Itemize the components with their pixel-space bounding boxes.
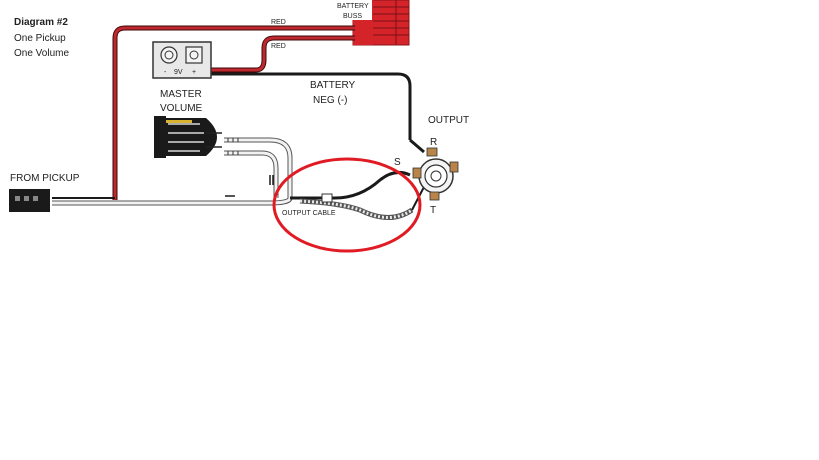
jack-tip-label: T <box>430 205 436 216</box>
pickup-cable <box>52 195 293 206</box>
battery-negative-terminal <box>160 46 178 64</box>
pot-output-cable <box>224 137 293 198</box>
red-wire-lower <box>210 35 355 73</box>
red-wire-lower-label: RED <box>271 43 286 50</box>
battery-neg-sign: - <box>164 69 167 76</box>
master-volume-label-2: VOLUME <box>160 103 203 114</box>
jack-tip-lug <box>429 191 440 201</box>
battery-positive-terminal <box>185 46 203 64</box>
diagram-subtitle-2: One Volume <box>14 48 69 59</box>
battery-neg-label-1: BATTERY <box>310 80 356 91</box>
battery-pos-sign: + <box>192 69 196 76</box>
output-label: OUTPUT <box>428 115 469 126</box>
diagram-subtitle-1: One Pickup <box>14 33 66 44</box>
jack-sleeve-lug <box>412 167 422 179</box>
jack-ring-lug <box>426 147 438 157</box>
battery-neg-label-2: NEG (-) <box>313 95 347 106</box>
output-cable-label: OUTPUT CABLE <box>282 210 336 217</box>
red-wire-top-label: RED <box>271 19 286 26</box>
battery-clip <box>152 41 212 79</box>
battery-negative-wire <box>210 72 412 140</box>
output-jack <box>409 138 459 201</box>
battery-buss <box>334 0 410 46</box>
from-pickup-label: FROM PICKUP <box>10 173 80 184</box>
jack-sleeve-label: S <box>394 157 401 168</box>
battery-buss-label-1: BATTERY <box>337 3 369 10</box>
battery-buss-label-2: BUSS <box>343 13 362 20</box>
jack-ring-label: R <box>430 137 437 148</box>
battery-9v-label: 9V <box>174 69 183 76</box>
pickup-connector <box>9 189 50 212</box>
master-volume-pot <box>154 116 222 158</box>
red-wire-top <box>112 25 355 200</box>
highlight-circle <box>272 157 422 253</box>
diagram-title: Diagram #2 <box>14 17 68 28</box>
master-volume-label-1: MASTER <box>160 89 202 100</box>
